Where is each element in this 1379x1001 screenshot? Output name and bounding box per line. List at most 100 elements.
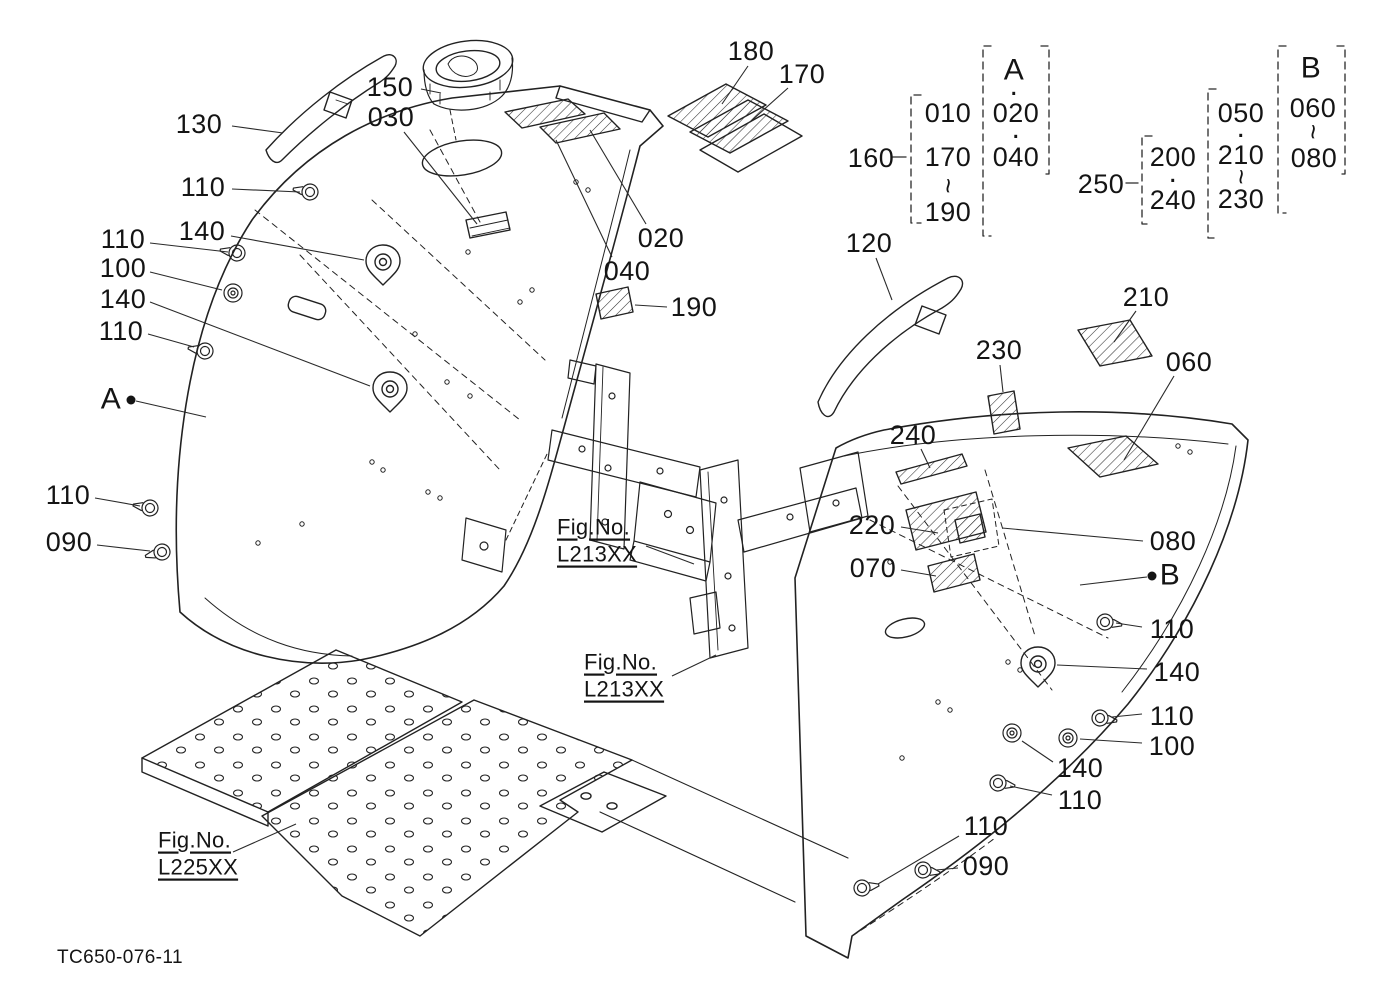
leader-line <box>232 823 297 853</box>
callout-140: 140 <box>1154 657 1201 687</box>
callout-230: 230 <box>976 335 1023 365</box>
leader-line <box>671 654 717 677</box>
callout-020: 020 <box>638 223 685 253</box>
leader-line <box>149 271 223 291</box>
legend-text-·: · <box>1168 163 1179 196</box>
leader-line <box>403 131 478 225</box>
hole-dots-left <box>255 179 591 546</box>
callout-150: 150 <box>367 72 414 102</box>
callout-240: 240 <box>890 420 937 450</box>
fig-ref-0: L213XX <box>557 542 637 567</box>
cup-holder <box>422 39 514 141</box>
mount-bracket-left <box>461 359 717 582</box>
legend-text-060: 060 <box>1290 93 1337 123</box>
callout-100: 100 <box>100 253 147 283</box>
callout-090: 090 <box>46 527 93 557</box>
legend-text-·: · <box>1011 119 1022 152</box>
legend-text-170: 170 <box>925 142 972 172</box>
callout-110: 110 <box>181 172 226 202</box>
callout-110: 110 <box>1150 701 1195 731</box>
callout-140: 140 <box>1057 753 1104 783</box>
hole-dots-right <box>887 443 1193 761</box>
legend-text-040: 040 <box>993 142 1040 172</box>
leader-line <box>1056 664 1148 670</box>
leader-line <box>230 235 365 261</box>
legend-text-A: A <box>1004 54 1025 87</box>
callout-090: 090 <box>963 851 1010 881</box>
legend-text-B: B <box>1301 52 1322 85</box>
callout-layer: 130150030180170110140110100140110A110090… <box>46 36 1338 885</box>
callout-040: 040 <box>604 256 651 286</box>
leader-line <box>1009 785 1053 796</box>
legend-text-210: 210 <box>1218 140 1265 170</box>
legend-text-080: 080 <box>1291 143 1338 173</box>
leader-line <box>149 242 229 253</box>
callout-080: 080 <box>1150 526 1197 556</box>
leader-line <box>1021 740 1054 763</box>
leader-line <box>231 125 284 134</box>
leader-line <box>1115 622 1143 628</box>
leader-line <box>875 257 893 301</box>
leader-line <box>634 304 668 308</box>
legend-text-050: 050 <box>1218 98 1265 128</box>
legend-text-200: 200 <box>1150 142 1197 172</box>
leader-line <box>589 129 647 225</box>
legend-text-~: ~ <box>1298 124 1328 140</box>
grab-handle-left <box>265 54 397 164</box>
floor-plate-assembly <box>141 649 849 937</box>
fig-ref-1: Fig.No. <box>584 650 657 675</box>
leader-line <box>1079 576 1148 586</box>
leader-line <box>1001 527 1144 542</box>
callout-100: 100 <box>1149 731 1196 761</box>
leader-line <box>1123 375 1175 461</box>
leader-line <box>147 333 195 348</box>
callout-180: 180 <box>728 36 775 66</box>
callout-120: 120 <box>846 228 893 258</box>
callout-A: A <box>101 383 122 416</box>
legend-text-010: 010 <box>925 98 972 128</box>
legend-separators <box>892 45 1346 239</box>
leader-line <box>645 545 695 565</box>
leader-line <box>135 400 207 418</box>
leader-line <box>149 301 371 387</box>
reference-dot <box>126 395 136 405</box>
leader-line <box>999 364 1004 393</box>
leader-line <box>96 544 151 552</box>
legend-text-020: 020 <box>993 98 1040 128</box>
leader-line <box>749 87 789 123</box>
legend-text-230: 230 <box>1218 184 1265 214</box>
callout-190: 190 <box>671 292 718 322</box>
fig-ref-1: L213XX <box>584 677 664 702</box>
leader-line <box>877 835 960 885</box>
callout-070: 070 <box>850 553 897 583</box>
exploded-drawing <box>131 39 1346 959</box>
right-fender-panel <box>794 411 1249 959</box>
left-fender-panel <box>175 85 664 664</box>
leader-line <box>900 569 937 577</box>
fig-ref-2: L225XX <box>158 855 238 880</box>
legend-text-190: 190 <box>925 197 972 227</box>
leader-line <box>721 65 749 105</box>
fig-ref-2: Fig.No. <box>158 828 231 853</box>
leader-line <box>1113 310 1137 343</box>
callout-110: 110 <box>101 224 146 254</box>
legend-text-·: · <box>1009 76 1020 109</box>
leader-line <box>420 88 442 94</box>
leader-line <box>900 526 939 534</box>
leader-line <box>555 139 613 258</box>
callout-110: 110 <box>1058 785 1103 815</box>
callout-B: B <box>1160 559 1181 592</box>
callout-170: 170 <box>779 59 826 89</box>
leader-line <box>935 867 959 871</box>
callout-110: 110 <box>964 811 1009 841</box>
cover-panels-170-180 <box>667 83 803 173</box>
callout-110: 110 <box>1150 614 1195 644</box>
figure-code: TC650-076-11 <box>57 947 183 968</box>
callout-210: 210 <box>1123 282 1170 312</box>
leader-line <box>231 188 301 193</box>
callout-110: 110 <box>46 480 91 510</box>
legend-text-~: ~ <box>933 178 963 194</box>
callout-220: 220 <box>849 510 896 540</box>
